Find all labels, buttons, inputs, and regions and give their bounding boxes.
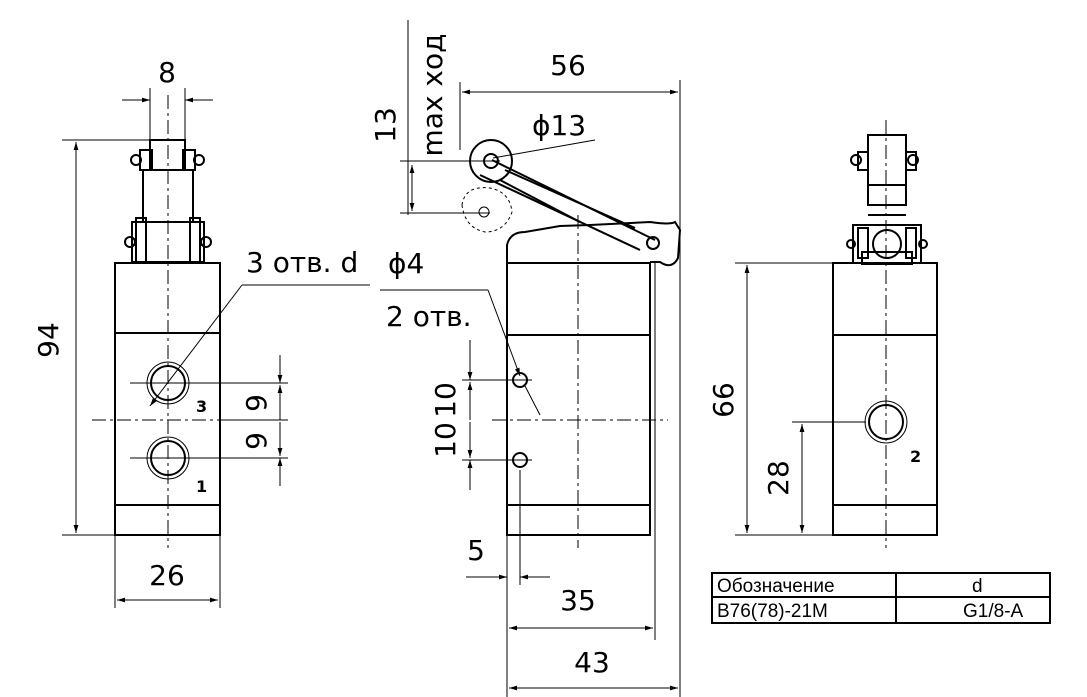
dim-stroke: 13 — [369, 107, 402, 143]
dim-side-35: 35 — [560, 584, 596, 617]
dim-spacing-upper: 9 — [240, 394, 273, 412]
table-row-designation: B76(78)-21M — [717, 601, 828, 622]
dim-offset-5: 5 — [467, 534, 485, 567]
left-view: 3 1 8 94 26 9 9 3 отв. d — [32, 56, 370, 608]
table-row-d: G1/8-A — [963, 601, 1024, 622]
dim-roller-dia: ϕ13 — [532, 109, 586, 142]
dim-lever-length: 56 — [550, 49, 586, 82]
holes-note: 3 отв. d — [246, 246, 358, 279]
table-header-designation: Обозначение — [717, 576, 835, 597]
dim-right-height: 66 — [707, 382, 740, 418]
port-2-hole — [868, 404, 904, 440]
port-1-label: 1 — [196, 477, 207, 496]
lever-assembly — [461, 139, 682, 267]
side-view: 56 max ход 13 ϕ13 ϕ4 2 отв. 10 10 — [369, 20, 682, 697]
dim-side-43: 43 — [574, 646, 610, 679]
dim-body-width: 26 — [149, 559, 185, 592]
dim-side-spacing-1: 10 — [429, 382, 462, 418]
port-3-label: 3 — [196, 397, 207, 416]
port-2-label: 2 — [910, 447, 921, 466]
right-view: 2 66 28 — [707, 120, 938, 548]
dim-side-spacing-2: 10 — [429, 422, 462, 458]
dim-right-port-height: 28 — [762, 460, 795, 496]
spec-table: Обозначение d B76(78)-21M G1/8-A — [711, 572, 1051, 624]
left-roller-assembly — [124, 139, 212, 263]
dim-total-height: 94 — [32, 322, 65, 358]
dim-phi4: ϕ4 — [388, 247, 424, 280]
dim-spacing-lower: 9 — [240, 432, 273, 450]
max-stroke-label: max ход — [416, 34, 449, 157]
right-body — [832, 262, 938, 536]
right-roller-assembly — [846, 134, 928, 265]
table-header-d: d — [972, 576, 983, 597]
dim-roller-width: 8 — [158, 56, 176, 89]
holes2-note: 2 отв. — [386, 300, 472, 333]
